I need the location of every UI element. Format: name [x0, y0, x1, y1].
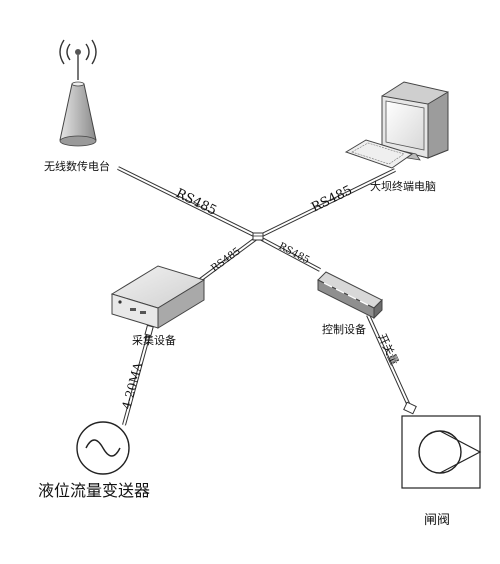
- collector-label: 采集设备: [132, 333, 176, 347]
- transmitter-icon: [76, 421, 130, 475]
- radio-tower-icon: [59, 39, 97, 147]
- computer-icon: [344, 81, 449, 169]
- gate-label: 闸阀: [424, 513, 450, 528]
- cable-radio: [117, 166, 259, 239]
- radio-label: 无线数传电台: [44, 159, 110, 173]
- radio-link-label: RS485: [173, 186, 219, 219]
- transmitter-label: 液位流量变送器: [38, 481, 150, 500]
- cable-pc: [257, 168, 396, 239]
- cable-controller: [257, 235, 321, 272]
- dam-pc-label: 大坝终端电脑: [370, 179, 436, 193]
- controller-link-label: RS485: [277, 241, 312, 266]
- plug-switch-bottom: [403, 401, 417, 415]
- collector-device-icon: [110, 265, 206, 329]
- controller-label: 控制设备: [322, 322, 366, 336]
- cable-analog: [122, 329, 152, 426]
- analog-link-label: 4-20MA: [119, 361, 145, 411]
- plug-analog-top: [144, 324, 154, 337]
- cable-collector: [194, 235, 260, 285]
- collector-link-label: RS485: [209, 246, 243, 275]
- pc-link-label: RS485: [309, 183, 355, 216]
- gate-valve-icon: [401, 415, 482, 489]
- junction-connector: [252, 232, 264, 241]
- cable-switch: [366, 314, 412, 409]
- controller-device-icon: [317, 271, 383, 320]
- switch-link-label: 开关量: [375, 331, 402, 367]
